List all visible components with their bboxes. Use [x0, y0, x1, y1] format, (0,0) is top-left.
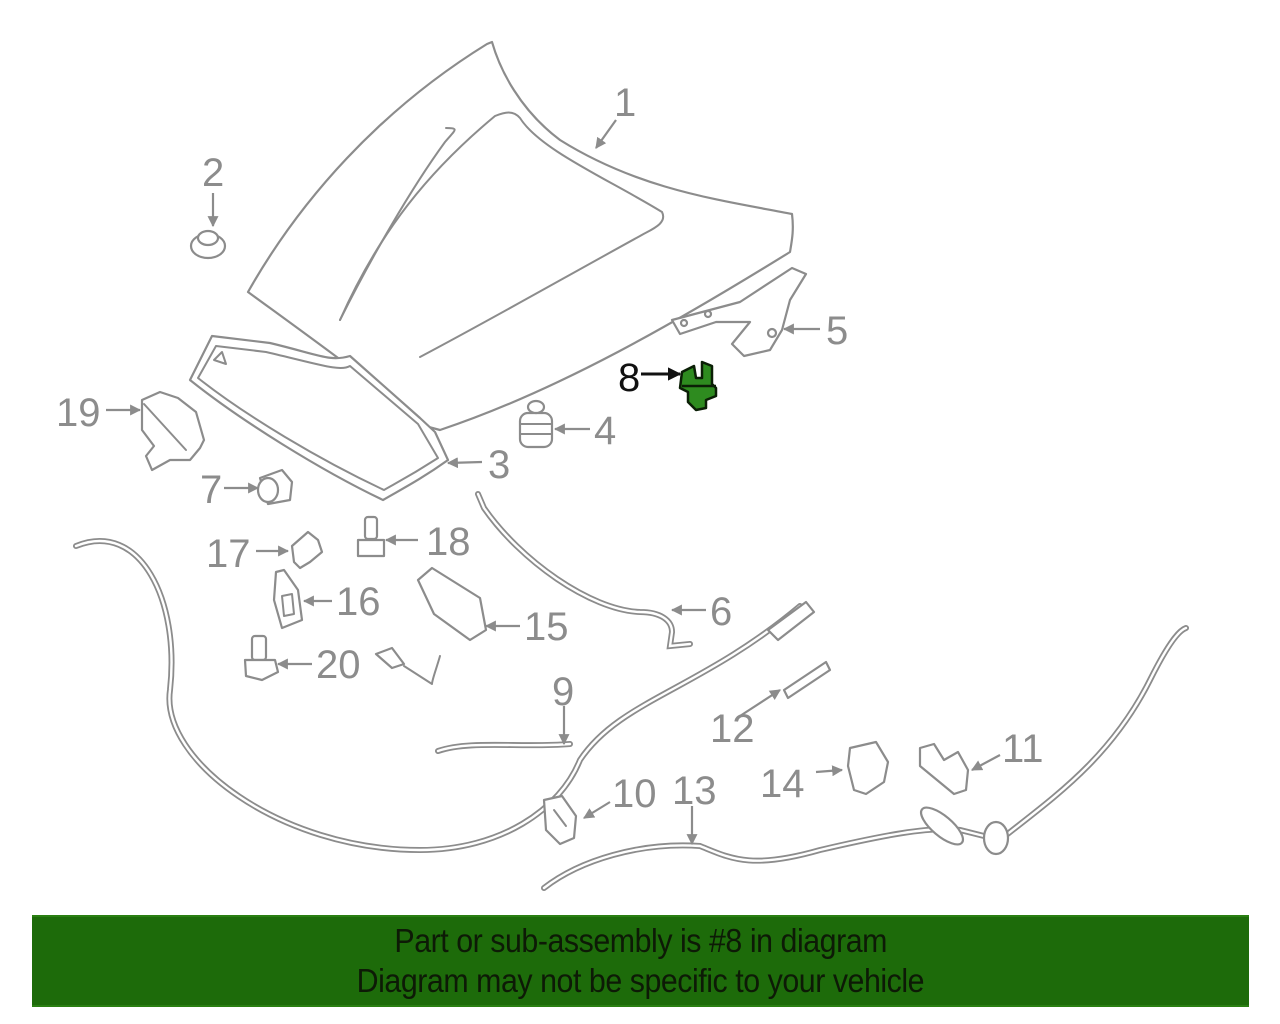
callout-4: 4: [594, 409, 616, 453]
banner-disclaimer-text: Diagram may not be specific to your vehi…: [356, 962, 925, 999]
handle-part-14: [846, 740, 890, 796]
clip-part-10: [542, 794, 578, 846]
callout-3: 3: [488, 443, 510, 487]
hood-insulator-part-3: [188, 334, 450, 502]
callout-9: 9: [552, 670, 574, 714]
callout-2: 2: [202, 151, 224, 195]
release-cable-part-13: [541, 625, 1189, 891]
bracket-part-11: [918, 742, 970, 796]
callout-5: 5: [826, 309, 848, 353]
grommet-part-7: [256, 468, 294, 506]
callout-19: 19: [56, 391, 101, 435]
banner-part-number-text: Part or sub-assembly is #8 in diagram: [394, 922, 887, 959]
part-info-banner: Part or sub-assembly is #8 in diagram Di…: [32, 915, 1249, 1007]
callout-16: 16: [336, 580, 381, 624]
release-cable-part-9: [73, 538, 816, 854]
callout-20: 20: [316, 643, 361, 687]
callout-11: 11: [1002, 727, 1044, 771]
callout-10: 10: [612, 772, 657, 816]
callout-6: 6: [710, 590, 732, 634]
lock-part-15: [374, 566, 488, 685]
callout-1: 1: [614, 81, 636, 125]
callout-13: 13: [672, 769, 717, 813]
callout-labels: 1 2 3 4 5 6 7 8 9 10 11 12 13 14 15 16 1…: [56, 81, 1044, 816]
bolt-part-20: [243, 634, 280, 682]
callout-8[interactable]: 8: [618, 356, 640, 400]
clip-part-16: [272, 568, 304, 630]
hood-parts-diagram: 1 2 3 4 5 6 7 8 9 10 11 12 13 14 15 16 1…: [56, 40, 1189, 891]
callout-17: 17: [206, 532, 251, 576]
strip-part-12: [782, 660, 832, 700]
support-rod-part-6: [475, 491, 693, 650]
nut-part-2: [189, 229, 227, 260]
clip-part-17: [290, 530, 324, 570]
bracket-part-19: [140, 390, 206, 472]
hinge-part-5: [670, 266, 808, 358]
highlighted-clip-part-8[interactable]: [678, 360, 718, 412]
callout-12: 12: [710, 707, 755, 751]
callout-18: 18: [426, 520, 471, 564]
bolt-part-18: [356, 515, 386, 558]
callout-14: 14: [760, 762, 805, 806]
callout-7: 7: [200, 468, 222, 512]
callout-15: 15: [524, 605, 569, 649]
bumper-part-4: [518, 399, 554, 449]
callout-arrows: [106, 119, 1001, 846]
